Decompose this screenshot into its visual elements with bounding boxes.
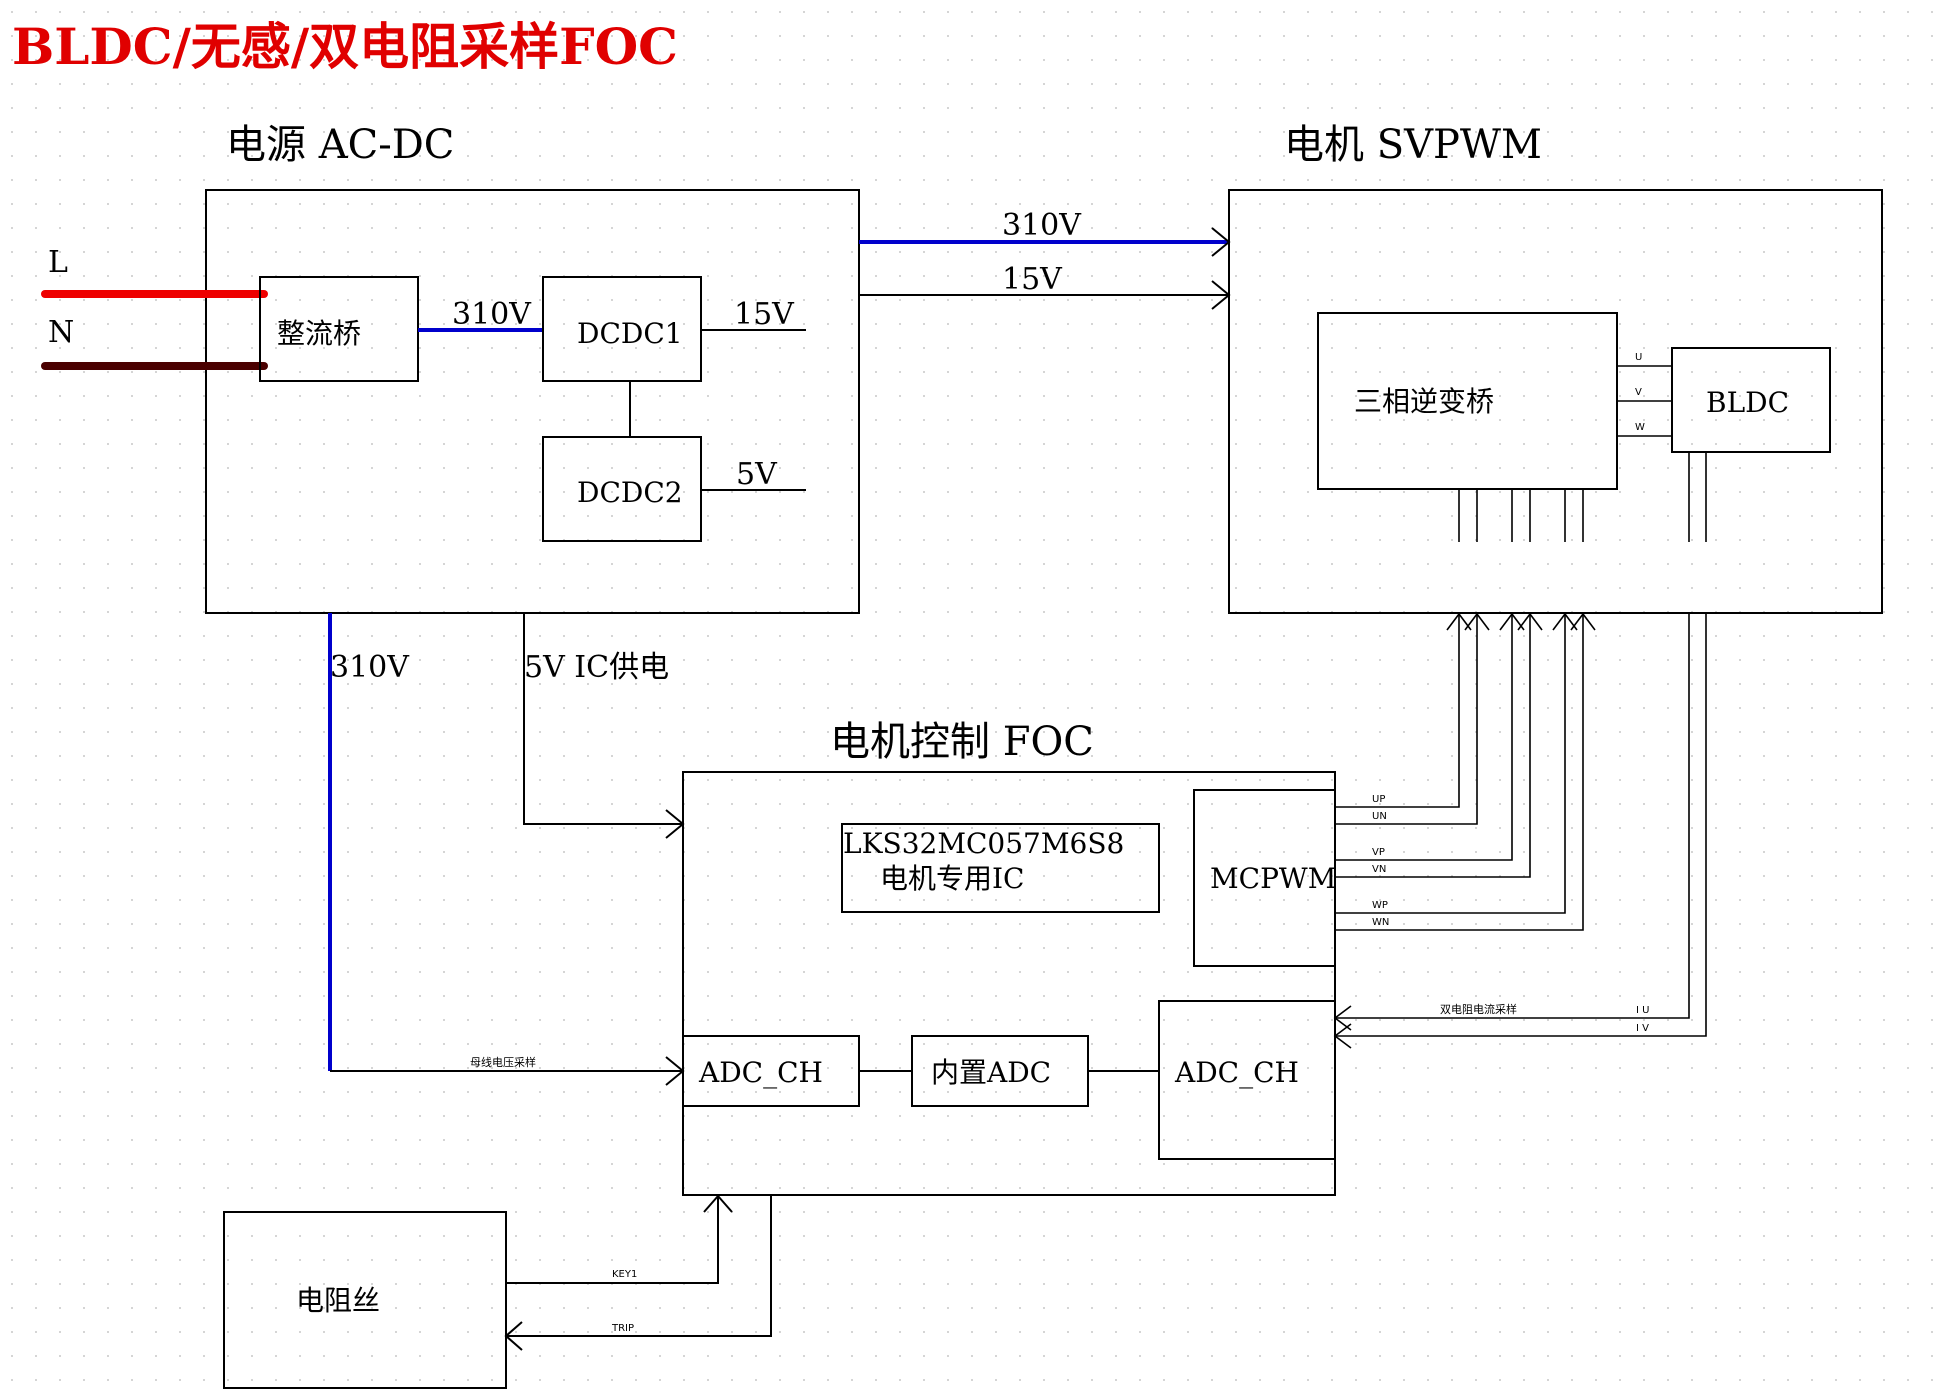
bus-sample-label: 母线电压采样	[470, 1055, 536, 1069]
current-sense-iv-arrow	[1333, 1023, 1352, 1049]
mcpwm-label: MCPWM	[1210, 862, 1336, 895]
adc-right-block	[1158, 1000, 1336, 1160]
trip-wire	[506, 1196, 772, 1337]
current-sense-iu-wire	[1335, 614, 1690, 1019]
bldc-sense-stubs	[1688, 452, 1707, 542]
pwm-wp-label: WP	[1372, 900, 1388, 911]
adc-internal-label: 内置ADC	[931, 1056, 1051, 1089]
current-iu-label: I U	[1636, 1005, 1649, 1016]
pwm-vp-label: VP	[1372, 847, 1385, 858]
pwm-signal-wires	[1335, 614, 1584, 931]
key1-label: KEY1	[612, 1269, 637, 1280]
dcdc1-label: DCDC1	[577, 317, 683, 350]
bldc-label: BLDC	[1706, 386, 1789, 419]
key1-arrow	[703, 1194, 733, 1213]
ic-supply-label: 5V IC供电	[524, 650, 669, 685]
power-to-motor-15-label: 15V	[1002, 262, 1063, 297]
phase-v-label: V	[1635, 387, 1642, 398]
pwm-un-label: UN	[1372, 811, 1387, 822]
section-power-title: 电源 AC-DC	[226, 122, 454, 168]
section-motor-title: 电机 SVPWM	[1284, 122, 1542, 168]
key1-wire	[506, 1196, 719, 1284]
phase-w-label: W	[1635, 422, 1645, 433]
mcu-ic-line1: LKS32MC057M6S8	[843, 827, 1124, 860]
rect-out-label: 310V	[452, 297, 532, 332]
dcdc1-out-label: 15V	[734, 297, 795, 332]
line-l-label: L	[48, 245, 68, 280]
trip-label: TRIP	[611, 1323, 634, 1334]
rectifier-label: 整流桥	[277, 317, 361, 350]
current-sense-iv-wire	[1335, 614, 1707, 1037]
foc-block	[682, 771, 1336, 1196]
phase-u-label: U	[1635, 352, 1642, 363]
section-foc-title: 电机控制 FOC	[830, 719, 1094, 765]
current-sense-iu-arrow	[1333, 1005, 1352, 1031]
pwm-wn-label: WN	[1372, 917, 1389, 928]
mcu-ic-block	[841, 823, 1160, 913]
inverter-label: 三相逆变桥	[1354, 385, 1494, 418]
power-block	[205, 189, 860, 614]
dual-res-current-label: 双电阻电流采样	[1440, 1002, 1517, 1016]
dcdc2-out-label: 5V	[736, 457, 778, 492]
ic-supply-wire	[523, 613, 682, 825]
pwm-arrowheads	[1446, 612, 1596, 631]
power-to-motor-310-label: 310V	[1002, 208, 1082, 243]
adc-right-label: ADC_CH	[1174, 1056, 1299, 1089]
current-iv-label: I V	[1636, 1023, 1649, 1034]
inverter-gate-stubs	[1458, 489, 1584, 542]
bldc-block	[1671, 347, 1831, 453]
motor-block	[1228, 189, 1883, 614]
line-n-label: N	[48, 315, 74, 350]
mcpwm-block	[1193, 789, 1336, 967]
pwm-vn-label: VN	[1372, 864, 1386, 875]
dcdc2-label: DCDC2	[577, 476, 683, 509]
heater-label: 电阻丝	[296, 1284, 380, 1317]
heater-block	[223, 1211, 507, 1389]
bus-310-label: 310V	[330, 650, 410, 685]
pwm-up-label: UP	[1372, 794, 1385, 805]
diagram-title: BLDC/无感/双电阻采样FOC	[12, 17, 678, 76]
adc-left-label: ADC_CH	[698, 1056, 823, 1089]
mcu-ic-line2: 电机专用IC	[880, 862, 1025, 895]
trip-arrow	[504, 1321, 523, 1351]
